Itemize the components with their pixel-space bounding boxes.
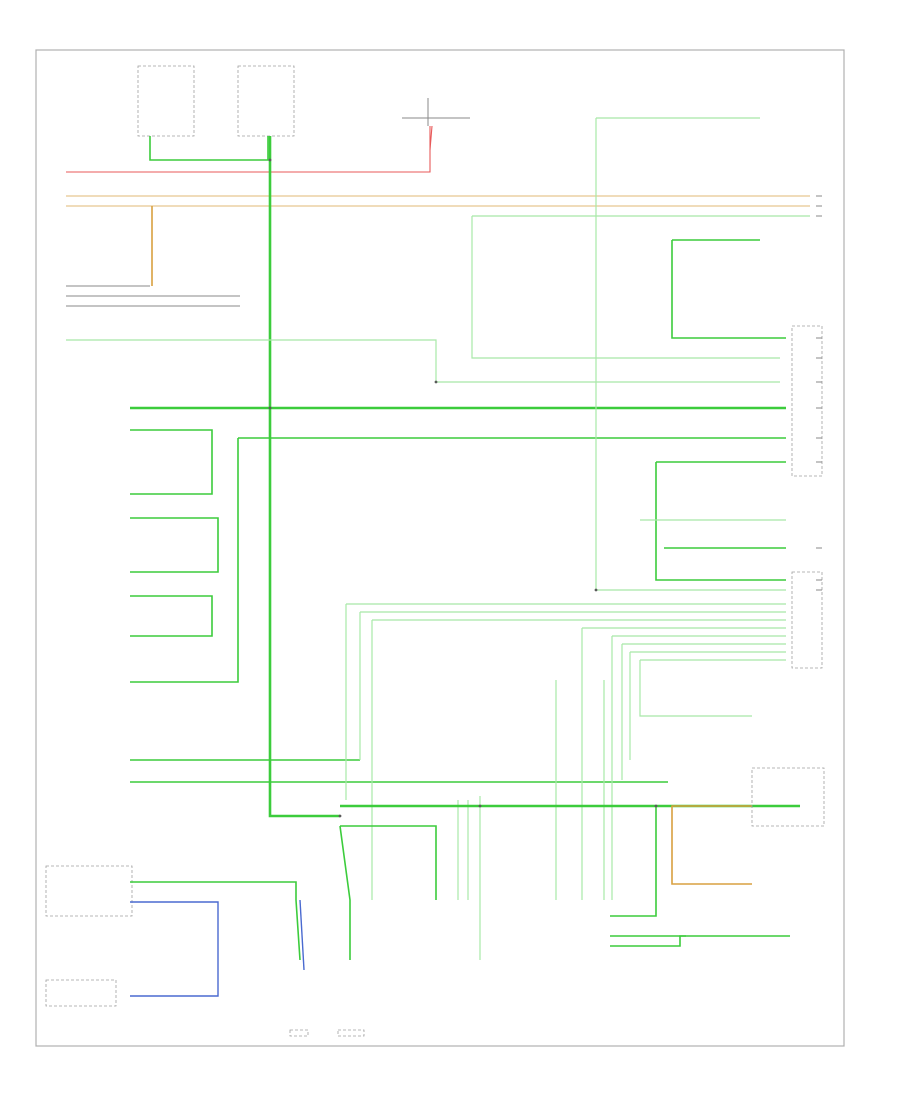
wire-green-main-trunk bbox=[268, 136, 340, 818]
wire-green-lower-bus-2 bbox=[340, 825, 437, 900]
right-pin-marks bbox=[816, 195, 822, 591]
bottom-left-components bbox=[45, 865, 305, 1007]
component-top-mid-connector bbox=[237, 65, 295, 137]
right-lower-bundle bbox=[345, 603, 786, 900]
wire-green-bridge-1 bbox=[66, 339, 780, 383]
wire-green-bus-3-drop bbox=[130, 438, 239, 683]
center-drop-wires bbox=[457, 680, 605, 960]
left-connector-stubs bbox=[66, 285, 240, 307]
left-stack-wires bbox=[130, 517, 668, 783]
wire-green-top-loop bbox=[149, 136, 269, 161]
component-top-left-connector bbox=[137, 65, 195, 137]
wire-red-power bbox=[66, 126, 431, 173]
wire-green-lower-bus-3 bbox=[339, 825, 351, 960]
wire-red-stub bbox=[429, 125, 433, 151]
diagram-frame bbox=[35, 49, 845, 1047]
wire-green-bus-2 bbox=[130, 429, 213, 495]
right-upper-wires bbox=[595, 117, 786, 591]
right-connector-block bbox=[791, 325, 823, 669]
right-lower-components bbox=[610, 767, 825, 947]
splice-dots bbox=[268, 158, 658, 818]
bottom-connector-plugs bbox=[289, 1029, 365, 1037]
wire-orange-right bbox=[671, 805, 752, 885]
wire-green-right-vert bbox=[471, 216, 780, 359]
component-top-splice bbox=[402, 98, 470, 126]
